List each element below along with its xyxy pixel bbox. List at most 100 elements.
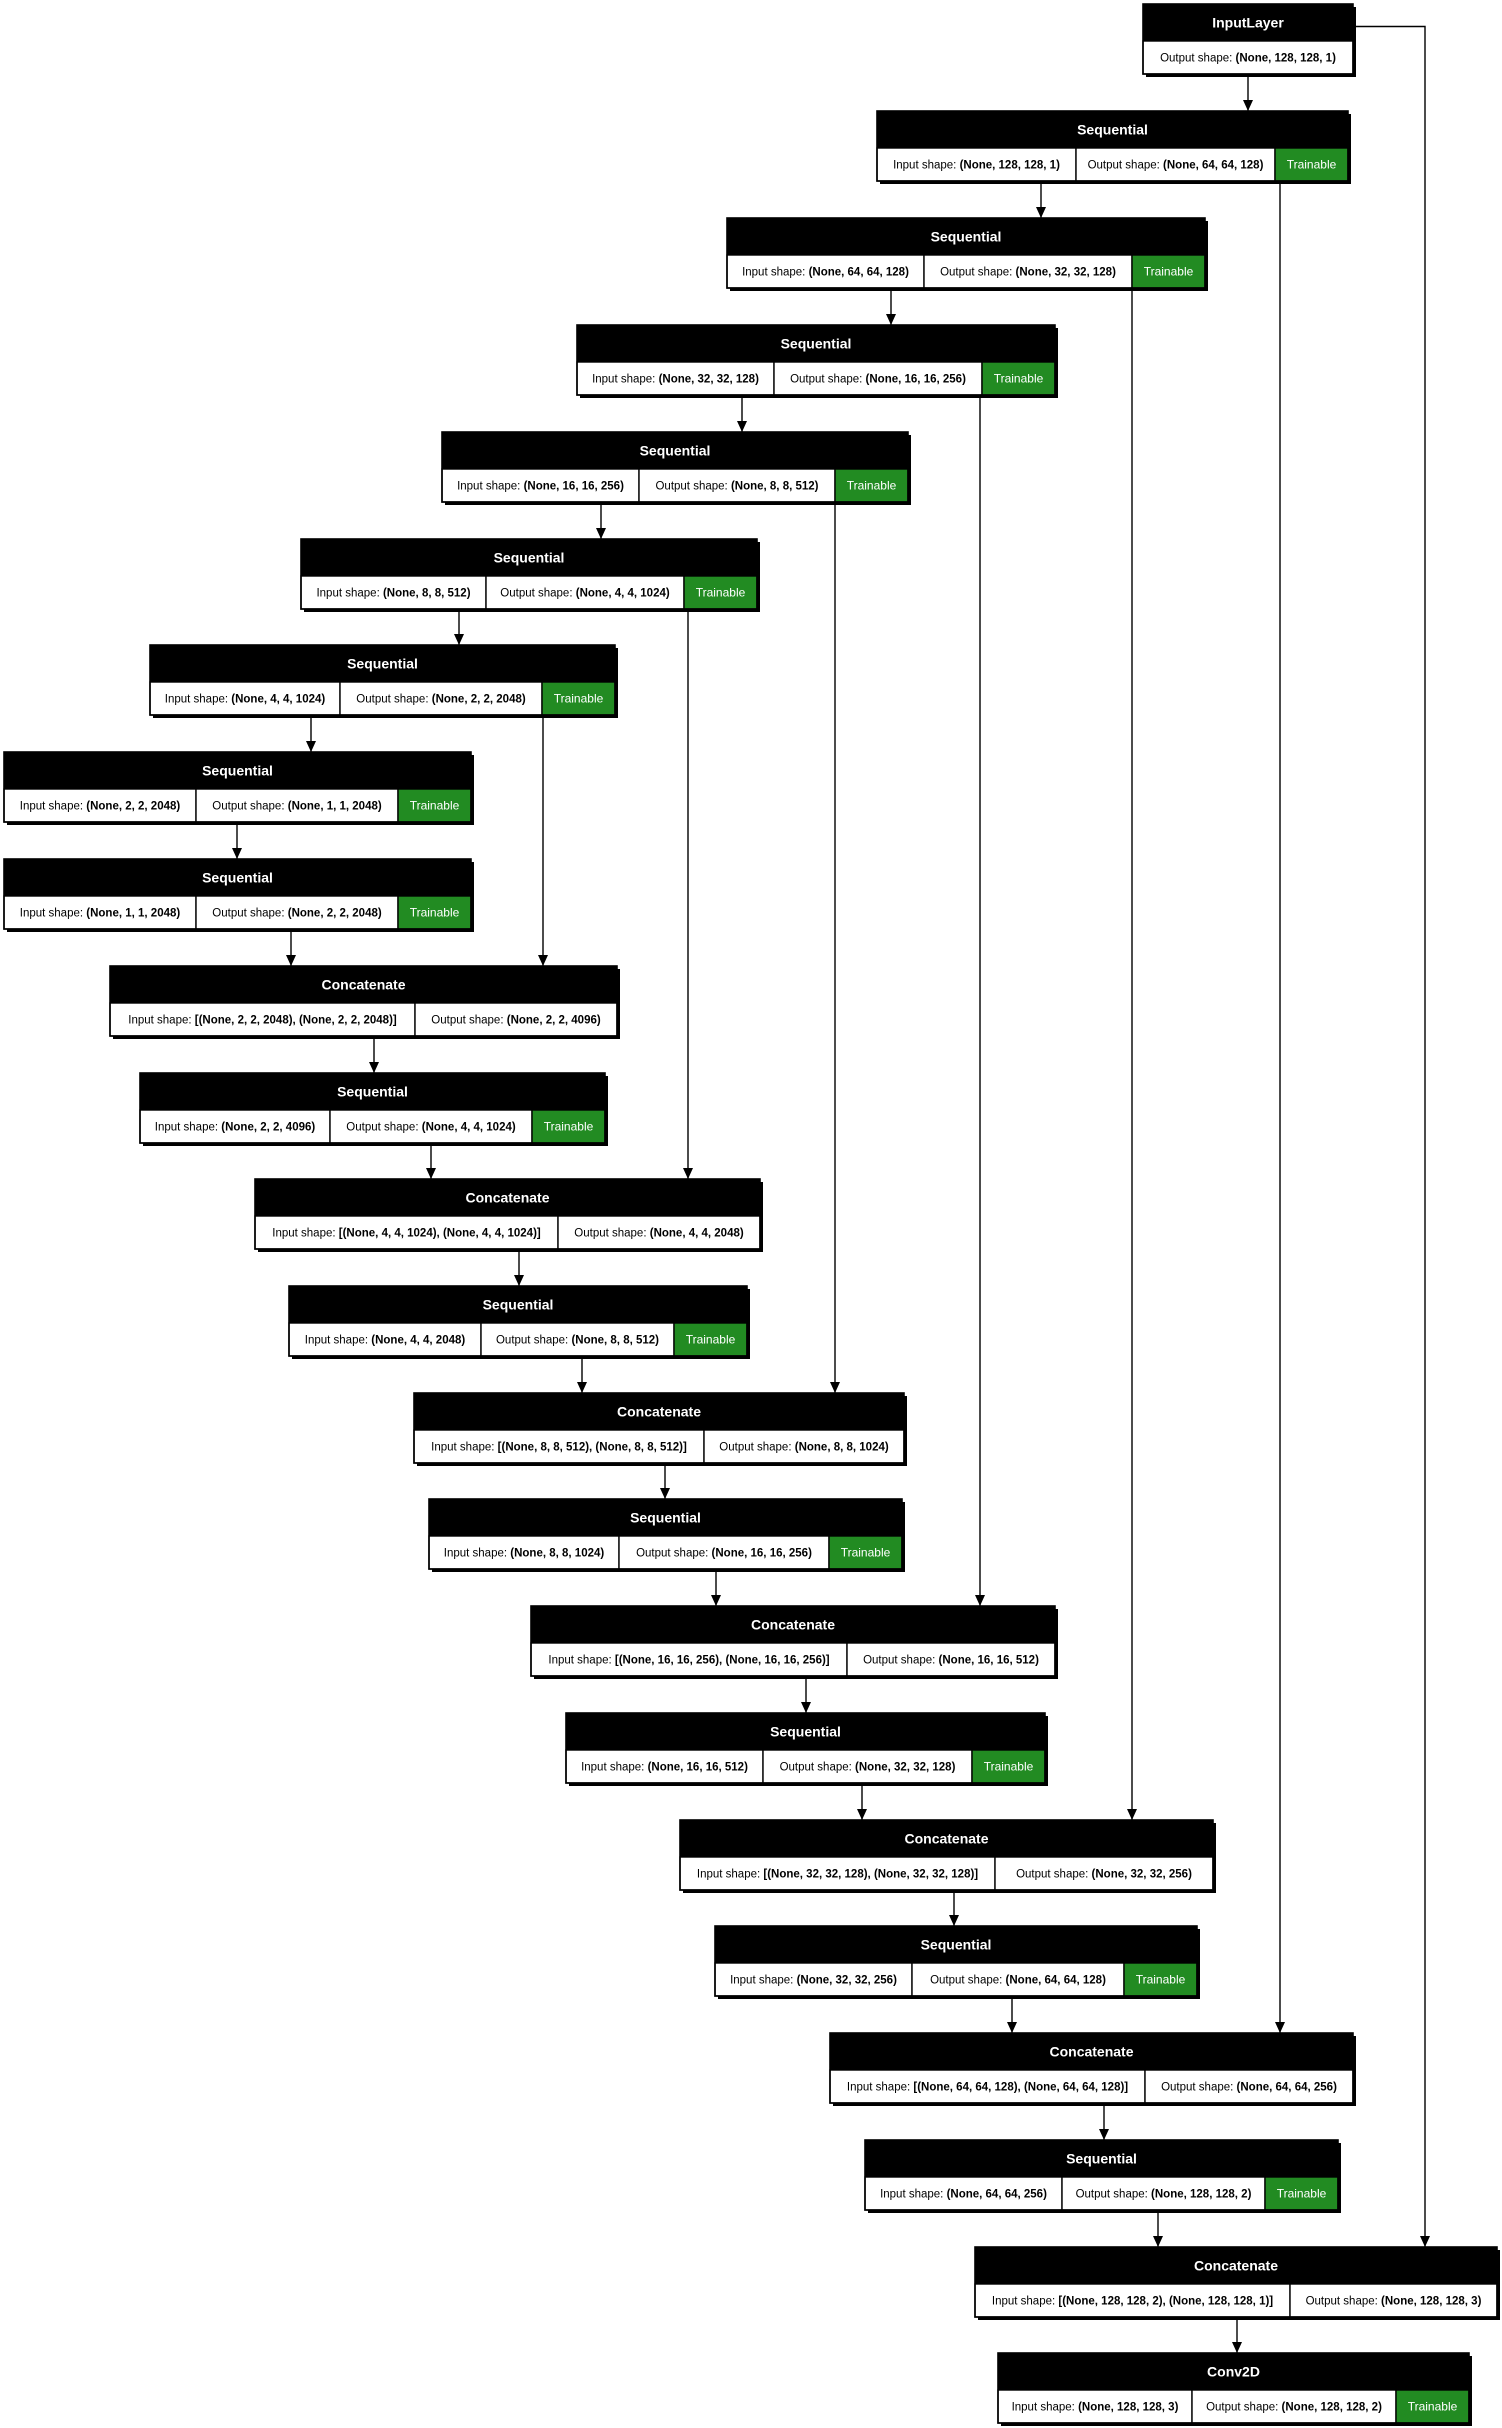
node-title: Concatenate — [465, 1190, 549, 1206]
node-border — [139, 1072, 606, 1144]
shape-value: (None, 2, 2, 2048) — [288, 908, 382, 920]
shape-value: [(None, 4, 4, 1024), (None, 4, 4, 1024)] — [339, 1228, 541, 1240]
shape-value: (None, 32, 32, 256) — [1092, 1869, 1193, 1881]
shape-label: Output shape: — [1306, 2296, 1381, 2308]
node-border — [997, 2352, 1470, 2424]
shape-value: (None, 16, 16, 256) — [524, 481, 625, 493]
shape-label: Input shape: — [742, 267, 809, 279]
shape-label: Output shape: — [930, 1975, 1005, 1987]
shape-label: Output shape: — [212, 801, 287, 813]
shape-value: (None, 8, 8, 512) — [383, 588, 471, 600]
node-border — [1142, 3, 1354, 75]
node-border — [565, 1712, 1046, 1784]
edge-n2-n17 — [1127, 288, 1137, 1820]
shape-label: Input shape: — [431, 1442, 498, 1454]
node-title: Conv2D — [1207, 2364, 1260, 2380]
edge-n3-n4 — [737, 395, 747, 432]
shape-label: Output shape: — [655, 481, 730, 493]
arrowhead — [830, 1382, 840, 1393]
arrowhead — [426, 1168, 436, 1179]
trainable-badge — [1274, 147, 1349, 182]
edge-n6-n7 — [306, 715, 316, 752]
node-header — [150, 645, 615, 682]
arrowhead — [1036, 207, 1046, 218]
trainable-badge — [828, 1535, 903, 1570]
output-shape-cell-text: Output shape: (None, 4, 4, 1024) — [500, 588, 670, 600]
input-shape-cell-text: Input shape: [(None, 16, 16, 256), (None… — [548, 1655, 829, 1667]
arrowhead — [886, 314, 896, 325]
trainable-label: Trainable — [686, 1333, 736, 1347]
trainable-label: Trainable — [1144, 265, 1194, 279]
node-header — [830, 2033, 1353, 2070]
shape-label: Input shape: — [457, 481, 524, 493]
shape-value: (None, 2, 2, 2048) — [86, 801, 180, 813]
output-shape-cell — [911, 1962, 1125, 1997]
input-shape-cell-text: Input shape: [(None, 64, 64, 128), (None… — [847, 2082, 1128, 2094]
shape-value: (None, 64, 64, 128) — [809, 267, 910, 279]
input-shape-cell-text: Input shape: (None, 2, 2, 2048) — [20, 801, 181, 813]
trainable-label: Trainable — [544, 1120, 594, 1134]
shape-value: [(None, 2, 2, 2048), (None, 2, 2, 2048)] — [195, 1015, 397, 1027]
edge-n15-n16 — [801, 1676, 811, 1713]
shape-label: Output shape: — [863, 1655, 938, 1667]
output-shape-cell-text: Output shape: (None, 8, 8, 1024) — [719, 1442, 889, 1454]
arrowhead — [1243, 100, 1253, 111]
node-title: Sequential — [483, 1297, 554, 1313]
node-border — [149, 644, 616, 716]
shape-label: Input shape: — [128, 1015, 195, 1027]
trainable-badge — [397, 788, 472, 823]
node-title: Sequential — [347, 656, 418, 672]
node-border — [530, 1605, 1056, 1677]
shape-value: (None, 32, 32, 128) — [1016, 267, 1117, 279]
arrowhead — [538, 955, 548, 966]
edge-n16-n17 — [857, 1783, 867, 1820]
output-shape-cell-text: Output shape: (None, 16, 16, 256) — [636, 1548, 812, 1560]
edge-n0-n21 — [1353, 25, 1430, 2247]
edge-n5-n6 — [454, 609, 464, 645]
node-title: Sequential — [630, 1510, 701, 1526]
output-shape-cell-text: Output shape: (None, 64, 64, 128) — [930, 1975, 1106, 1987]
input-shape-cell-text: Input shape: (None, 8, 8, 1024) — [444, 1548, 605, 1560]
input-shape-cell-text: Input shape: [(None, 8, 8, 512), (None, … — [431, 1442, 687, 1454]
shape-value: (None, 32, 32, 128) — [659, 374, 760, 386]
input-shape-cell-text: Input shape: (None, 32, 32, 256) — [730, 1975, 897, 1987]
input-shape-cell-text: Input shape: (None, 4, 4, 2048) — [305, 1335, 466, 1347]
node-border — [3, 751, 472, 823]
shape-value: (None, 32, 32, 256) — [797, 1975, 898, 1987]
node-border — [714, 1925, 1198, 1997]
shape-value: (None, 16, 16, 512) — [939, 1655, 1040, 1667]
node-title: Sequential — [921, 1937, 992, 1953]
shape-label: Input shape: — [697, 1869, 764, 1881]
input-shape-cell — [3, 895, 197, 930]
node-border — [576, 324, 1056, 396]
shape-value: (None, 8, 8, 1024) — [510, 1548, 604, 1560]
shape-value: (None, 128, 128, 1) — [1236, 53, 1337, 65]
edge-n18-n19 — [1007, 1996, 1017, 2033]
edge-n13-n14 — [660, 1463, 670, 1499]
shape-label: Output shape: — [790, 374, 865, 386]
output-shape-cell-text: Output shape: (None, 16, 16, 256) — [790, 374, 966, 386]
shape-value: (None, 64, 64, 256) — [947, 2189, 1048, 2201]
shape-label: Input shape: — [316, 588, 383, 600]
edge-n14-n15 — [711, 1569, 721, 1606]
output-shape-cell-text: Output shape: (None, 128, 128, 2) — [1206, 2402, 1382, 2414]
shape-value: (None, 16, 16, 512) — [648, 1762, 749, 1774]
edge-n5-n11 — [683, 609, 693, 1179]
output-shape-cell-text: Output shape: (None, 32, 32, 256) — [1016, 1869, 1192, 1881]
node-border — [254, 1178, 761, 1250]
node-header — [727, 218, 1205, 255]
shape-value: (None, 4, 4, 1024) — [422, 1122, 516, 1134]
node-border — [300, 538, 758, 610]
arrowhead — [975, 1595, 985, 1606]
edge-n9-n10 — [369, 1036, 379, 1073]
